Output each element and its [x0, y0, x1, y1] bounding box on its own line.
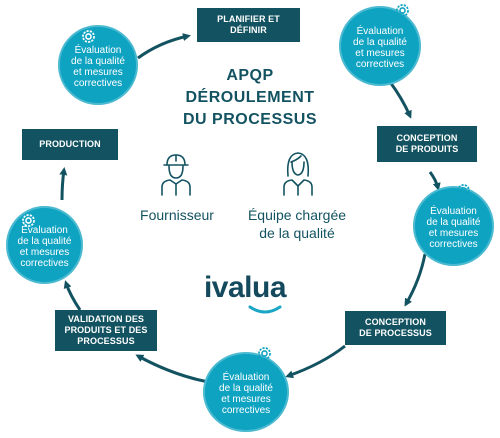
- evaluation-circle: Évaluation de la qualité et mesures corr…: [6, 206, 83, 284]
- phase-planifier-definir: PLANIFIER ET DÉFINIR: [197, 8, 300, 42]
- arrow-eval1-to-conception-produits: [388, 81, 412, 119]
- phase-conception-processus: CONCEPTION DE PROCESSUS: [345, 311, 446, 345]
- gear-icon: [457, 184, 470, 197]
- evaluation-circle: Évaluation de la qualité et mesures corr…: [58, 25, 138, 105]
- arrow-validation-to-eval4: [63, 280, 82, 311]
- gear-icon: [258, 347, 271, 360]
- diagram-title: APQP DÉROULEMENT DU PROCESSUS: [182, 67, 318, 128]
- gear-icon: [396, 4, 409, 17]
- arrow-production-to-plan: [137, 33, 191, 60]
- arrow-eval2-to-conception-processus: [404, 253, 427, 307]
- evaluation-circle: Évaluation de la qualité et mesures corr…: [203, 352, 289, 432]
- phase-validation: VALIDATION DES PRODUITS ET DES PROCESSUS: [55, 310, 157, 351]
- evaluation-circle: Évaluation de la qualité et mesures corr…: [339, 6, 421, 86]
- phase-production: PRODUCTION: [22, 129, 118, 160]
- ivalua-logo: ivalua: [195, 272, 295, 320]
- role-quality-team: Équipe chargée de la qualité: [247, 207, 347, 241]
- arrow-conception-processus-to-eval3: [285, 344, 346, 379]
- gear-icon: [82, 30, 95, 43]
- role-supplier: Fournisseur: [140, 207, 214, 223]
- phase-conception-produits: CONCEPTION DE PRODUITS: [377, 126, 477, 162]
- arrow-conception-produits-to-eval2: [428, 171, 441, 191]
- logo-smile-icon: [248, 305, 282, 314]
- woman-icon: [283, 152, 313, 196]
- worker-hardhat-icon: [161, 154, 191, 196]
- evaluation-circle: Évaluation de la qualité et mesures corr…: [413, 186, 494, 266]
- arrow-eval4-to-production: [59, 167, 68, 201]
- gear-icon: [22, 214, 35, 227]
